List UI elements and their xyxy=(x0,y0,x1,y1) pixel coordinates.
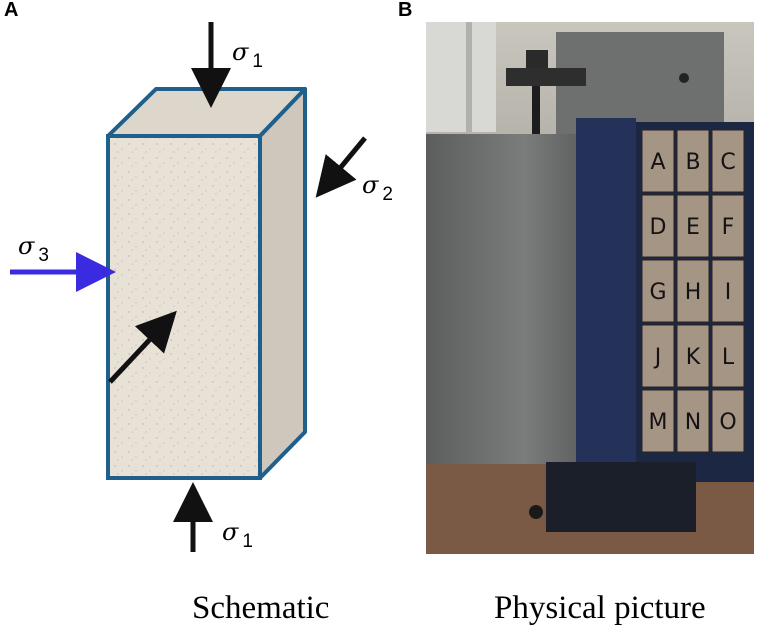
specimen-letter: F xyxy=(722,215,735,240)
schematic-diagram xyxy=(10,22,367,552)
panel-letter-b: B xyxy=(398,0,413,21)
specimen-letter: E xyxy=(686,215,700,240)
specimen-letter: N xyxy=(685,410,701,435)
specimen-letter: B xyxy=(685,150,700,175)
specimen-letter: A xyxy=(650,150,665,175)
specimen-tile xyxy=(711,194,745,258)
sigma2-arrow xyxy=(315,136,367,198)
prism-front-face xyxy=(106,134,262,480)
specimen-tile xyxy=(676,194,710,258)
panel-letter-a: A xyxy=(4,0,19,21)
specimen-tile xyxy=(676,324,710,388)
specimen-letter: M xyxy=(649,410,668,435)
specimen-letter: G xyxy=(649,280,666,305)
inner-diagonal-arrow xyxy=(108,310,177,384)
specimen-letter: L xyxy=(722,345,735,370)
specimen-letter: J xyxy=(653,345,662,370)
specimen-tile xyxy=(676,259,710,323)
specimen-letter: O xyxy=(719,410,736,435)
specimen-tile xyxy=(641,194,675,258)
specimen-tile xyxy=(641,129,675,193)
specimen-tile xyxy=(711,259,745,323)
specimen-letter: C xyxy=(720,150,735,175)
caption-physical-picture: Physical picture xyxy=(494,590,706,626)
specimen-tile xyxy=(641,259,675,323)
specimen-letter: D xyxy=(650,215,667,240)
specimen-tile xyxy=(676,389,710,453)
specimen-letter: H xyxy=(685,280,702,305)
specimen-tile xyxy=(711,324,745,388)
specimen-tile xyxy=(641,324,675,388)
specimen-letter: I xyxy=(725,280,732,305)
specimen-letter: K xyxy=(686,345,701,370)
specimen-tile xyxy=(711,129,745,193)
specimen-tile xyxy=(676,129,710,193)
specimen-tile xyxy=(711,389,745,453)
prism-right-face xyxy=(258,87,307,480)
caption-schematic: Schematic xyxy=(192,590,330,626)
specimen-tile xyxy=(641,389,675,453)
